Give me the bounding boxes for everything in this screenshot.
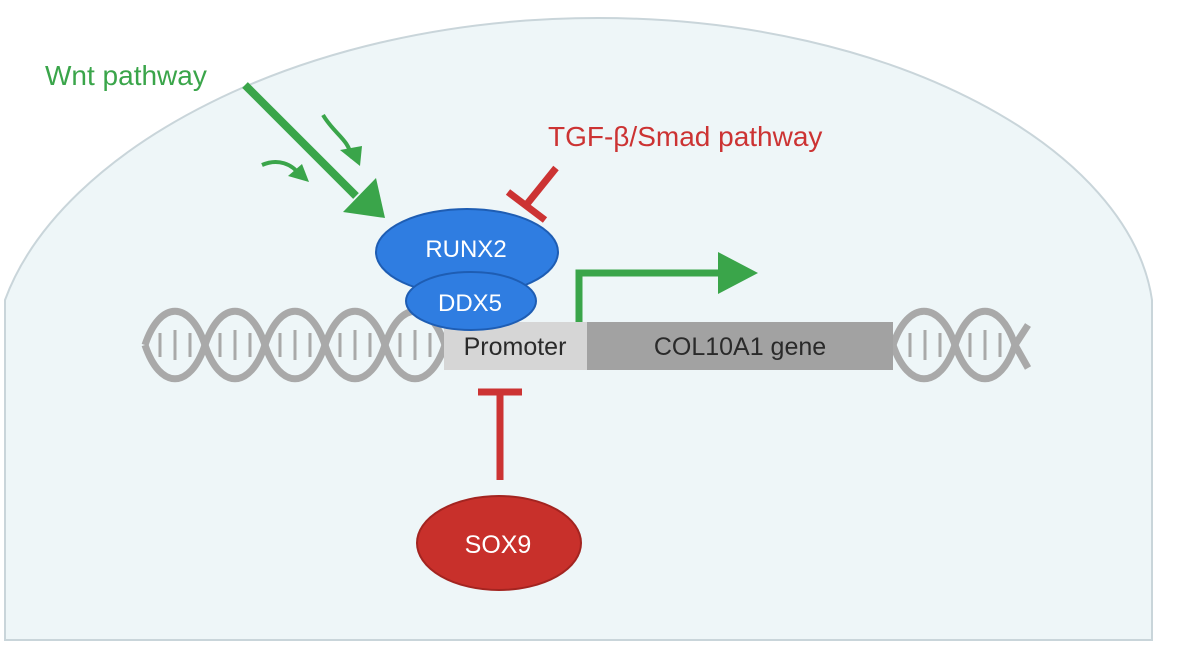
transcription-arrowhead bbox=[718, 252, 758, 294]
ddx5-label: DDX5 bbox=[438, 290, 502, 317]
dna-helix-left bbox=[141, 307, 449, 383]
promoter-label: Promoter bbox=[464, 333, 567, 361]
sox9-label: SOX9 bbox=[465, 531, 532, 559]
gene-label: COL10A1 gene bbox=[654, 333, 826, 361]
runx2-label: RUNX2 bbox=[425, 236, 506, 263]
wnt-small-arrowhead-1 bbox=[340, 146, 362, 166]
dna-helix-right bbox=[889, 307, 1032, 383]
ddx5-protein bbox=[405, 271, 537, 331]
sox9-protein bbox=[416, 495, 582, 591]
wnt-main-arrowhead bbox=[343, 178, 385, 218]
tgf-pathway-label: TGF-β/Smad pathway bbox=[548, 121, 822, 152]
transcription-arrow bbox=[575, 269, 722, 322]
tgf-inhibition-bar bbox=[505, 189, 548, 223]
wnt-small-arrowhead-2 bbox=[288, 164, 309, 182]
wnt-main-arrow bbox=[242, 82, 359, 199]
gene-box bbox=[587, 322, 893, 370]
wnt-pathway-label: Wnt pathway bbox=[45, 60, 207, 91]
tgf-inhibition-line bbox=[524, 165, 559, 207]
